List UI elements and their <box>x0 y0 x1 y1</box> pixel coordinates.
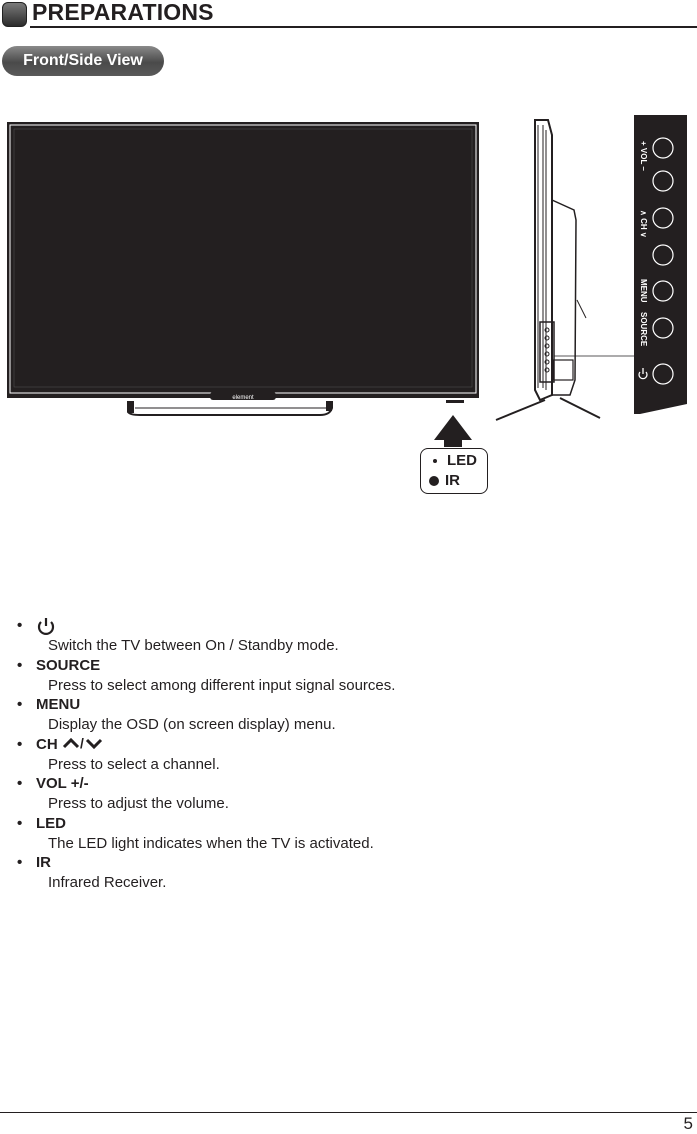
list-item-source: • SOURCE Press to select among different… <box>0 655 697 695</box>
bullet: • <box>17 696 23 713</box>
section-label: Front/Side View <box>2 46 164 76</box>
panel-power-icon <box>638 368 648 380</box>
list-item-name: IR <box>36 854 51 871</box>
tv-front-view: element <box>7 122 479 416</box>
panel-label-source: SOURCE <box>639 312 648 347</box>
list-item-name: CH <box>36 735 58 753</box>
led-ir-callout: LED IR <box>420 448 488 494</box>
list-item-vol: • VOL +/- Press to adjust the volume. <box>0 773 697 813</box>
button-description-list: • Switch the TV between On / Standby mod… <box>0 615 697 892</box>
list-item-led: • LED The LED light indicates when the T… <box>0 813 697 853</box>
page-number: 5 <box>683 1114 693 1133</box>
list-item-name: VOL +/- <box>36 775 89 792</box>
vol-down-button-icon <box>652 170 674 192</box>
page-header: PREPARATIONS <box>0 0 697 30</box>
svg-text:/: / <box>80 736 84 750</box>
callout-led-row: LED <box>429 452 477 469</box>
tv-side-view <box>495 119 634 421</box>
list-item-ch: • CH / Press to select a channel. <box>0 734 697 774</box>
callout-ir-row: IR <box>429 472 460 489</box>
power-button-icon <box>652 363 674 385</box>
page-title: PREPARATIONS <box>32 0 214 25</box>
panel-label-vol: + VOL – <box>639 141 648 171</box>
list-item-description: Press to adjust the volume. <box>48 795 229 812</box>
ch-up-button-icon <box>652 207 674 229</box>
callout-ir-label: IR <box>445 472 460 489</box>
tv-brand-logo: element <box>232 395 254 401</box>
header-badge-icon <box>2 2 27 27</box>
bullet: • <box>17 617 23 634</box>
list-item-description: Press to select among different input si… <box>48 676 396 694</box>
callout-led-label: LED <box>447 452 477 469</box>
list-item-description: Press to select a channel. <box>48 755 220 773</box>
list-item-menu: • MENU Display the OSD (on screen displa… <box>0 694 697 734</box>
side-control-panel: + VOL – ∧ CH ∨ MENU SOURCE <box>634 115 687 414</box>
menu-button-icon <box>652 280 674 302</box>
panel-label-ch: ∧ CH ∨ <box>639 210 648 238</box>
bullet: • <box>17 735 23 753</box>
list-item-description: The LED light indicates when the TV is a… <box>48 834 374 852</box>
list-item-ir: • IR Infrared Receiver. <box>0 852 697 892</box>
vol-up-button-icon <box>652 137 674 159</box>
list-item-name: MENU <box>36 696 81 713</box>
list-item-description: Display the OSD (on screen display) menu… <box>48 716 336 733</box>
header-rule <box>30 26 697 28</box>
list-item-name-ch: CH / <box>36 735 106 753</box>
ch-down-button-icon <box>652 244 674 266</box>
bullet: • <box>17 656 23 674</box>
pointer-arrow-icon <box>434 415 472 447</box>
footer-rule <box>0 1112 697 1113</box>
bullet: • <box>17 775 23 792</box>
tv-diagram: element <box>0 100 697 500</box>
list-item-name: SOURCE <box>36 656 101 674</box>
list-item-description: Infrared Receiver. <box>48 874 167 891</box>
chevron-up-down-icon: / <box>62 735 102 751</box>
bullet: • <box>17 854 23 871</box>
list-item-name: LED <box>36 814 66 832</box>
tv-illustration: element <box>7 115 687 447</box>
list-item-power: • Switch the TV between On / Standby mod… <box>0 615 697 655</box>
power-icon <box>36 617 56 637</box>
list-item-description: Switch the TV between On / Standby mode. <box>48 637 339 654</box>
source-button-icon <box>652 317 674 339</box>
panel-label-menu: MENU <box>639 279 648 303</box>
ir-dot-icon <box>429 476 439 487</box>
led-dot-icon <box>433 459 437 464</box>
bullet: • <box>17 814 23 832</box>
